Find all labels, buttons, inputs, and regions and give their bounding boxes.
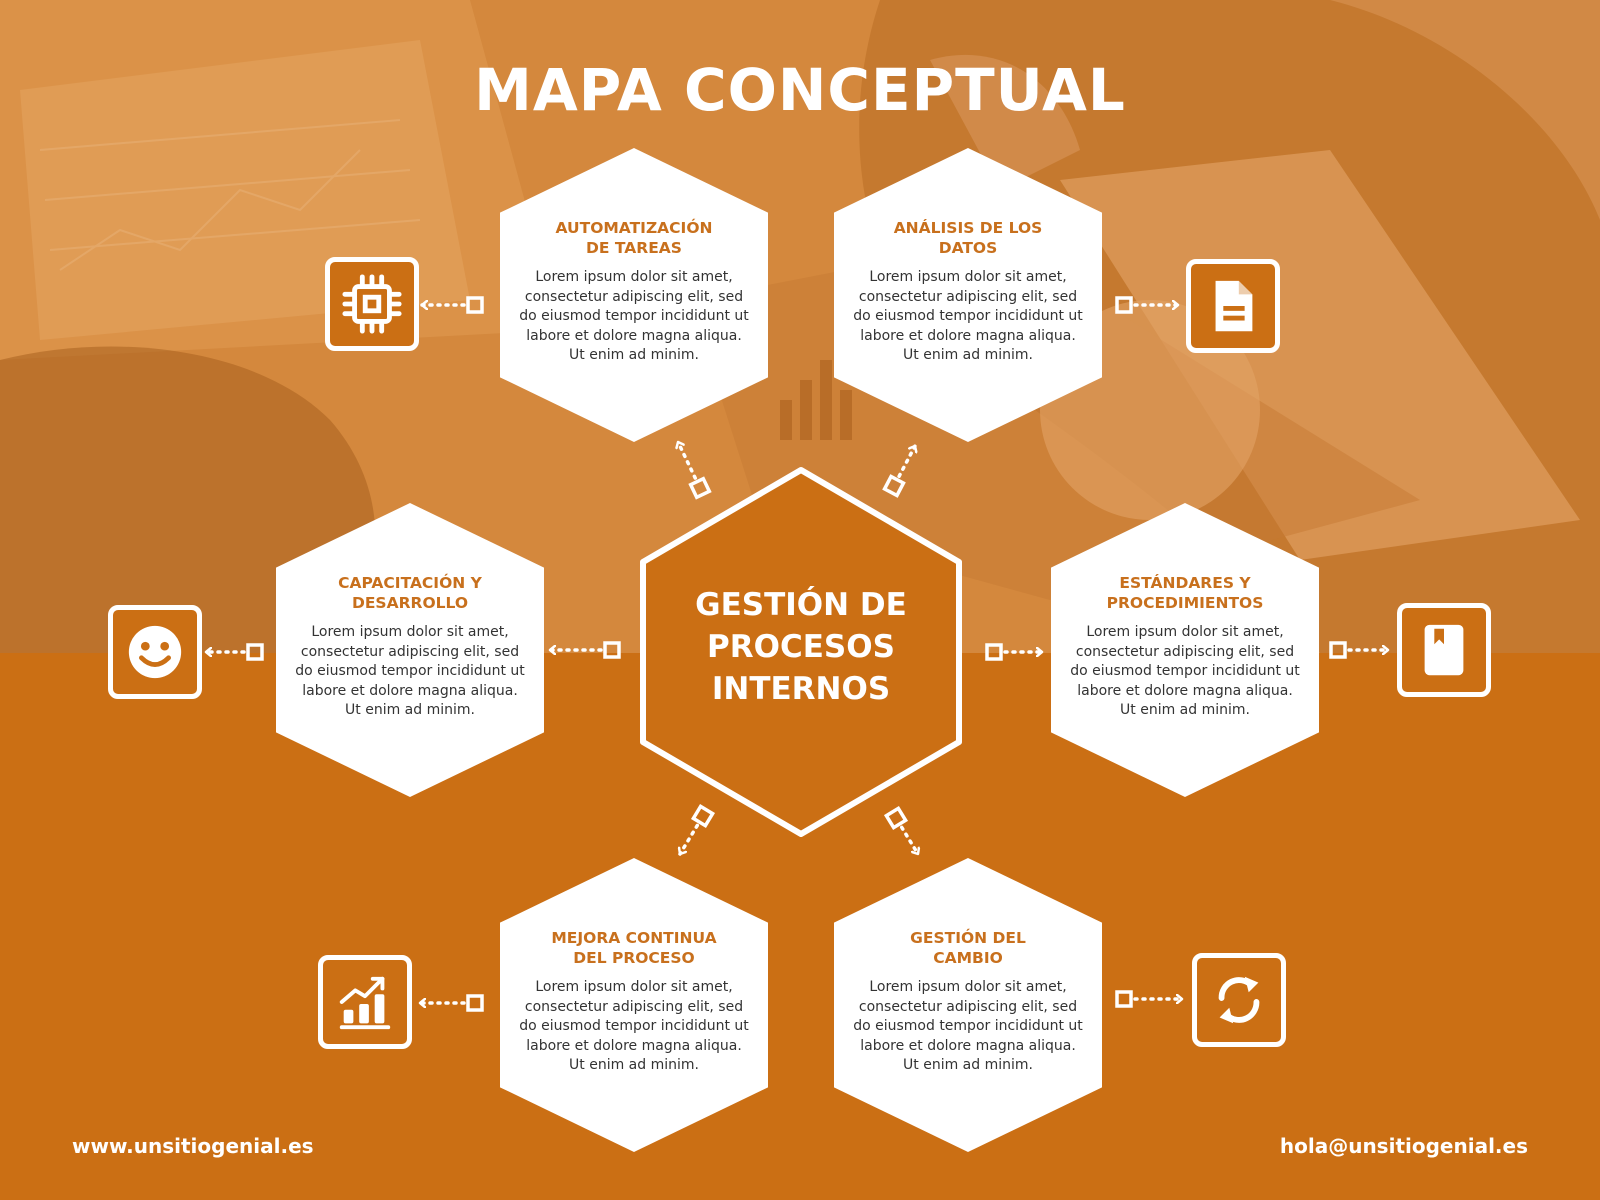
node-title: AUTOMATIZACIÓN DE TAREAS: [518, 218, 750, 258]
growth-chart-icon: [339, 976, 391, 1030]
node-title-line: DESARROLLO: [351, 594, 469, 612]
node-analisis: ANÁLISIS DE LOS DATOS Lorem ipsum dolor …: [834, 148, 1102, 442]
node-title-line: CAPACITACIÓN Y: [338, 574, 482, 592]
node-title-line: ANÁLISIS DE LOS: [893, 219, 1043, 237]
node-mejora: MEJORA CONTINUA DEL PROCESO Lorem ipsum …: [500, 858, 768, 1152]
node-title: CAPACITACIÓN Y DESARROLLO: [294, 573, 526, 613]
refresh-icon: [1218, 976, 1260, 1024]
smiley-icon: [128, 625, 182, 679]
node-body: Lorem ipsum dolor sit amet, consectetur …: [519, 979, 749, 1073]
node-title: ANÁLISIS DE LOS DATOS: [852, 218, 1084, 258]
connector-start-square: [466, 994, 484, 1012]
node-title-line: PROCEDIMIENTOS: [1106, 594, 1264, 612]
bookmark-book-icon-box: [1397, 603, 1491, 697]
node-body: Lorem ipsum dolor sit amet, consectetur …: [519, 269, 749, 363]
chip-icon-box: [325, 257, 419, 351]
node-cambio: GESTIÓN DEL CAMBIO Lorem ipsum dolor sit…: [834, 858, 1102, 1152]
node-body: Lorem ipsum dolor sit amet, consectetur …: [853, 269, 1083, 363]
center-title-line: PROCESOS: [707, 629, 895, 665]
node-title: ESTÁNDARES Y PROCEDIMIENTOS: [1069, 573, 1301, 613]
node-title: GESTIÓN DEL CAMBIO: [852, 928, 1084, 968]
footer-email[interactable]: hola@unsitiogenial.es: [1279, 1134, 1528, 1158]
center-title: GESTIÓN DE PROCESOS INTERNOS: [636, 584, 966, 710]
connector-to-growth: [418, 994, 484, 1012]
growth-chart-icon-box: [318, 955, 412, 1049]
center-hexagon: [640, 467, 962, 837]
chip-icon: [342, 274, 402, 334]
refresh-icon-box: [1192, 953, 1286, 1047]
center-title-line: INTERNOS: [711, 671, 891, 707]
bookmark-book-icon: [1424, 624, 1464, 676]
node-estandares: ESTÁNDARES Y PROCEDIMIENTOS Lorem ipsum …: [1051, 503, 1319, 797]
smiley-icon-box: [108, 605, 202, 699]
node-automatizacion: AUTOMATIZACIÓN DE TAREAS Lorem ipsum dol…: [500, 148, 768, 442]
connector-to-refresh: [1115, 990, 1184, 1008]
page-title: MAPA CONCEPTUAL: [474, 56, 1126, 124]
node-body: Lorem ipsum dolor sit amet, consectetur …: [853, 979, 1083, 1073]
node-title-line: AUTOMATIZACIÓN: [555, 219, 713, 237]
document-icon-box: [1186, 259, 1280, 353]
node-title-line: MEJORA CONTINUA: [551, 929, 717, 947]
node-title-line: DATOS: [938, 239, 998, 257]
node-body: Lorem ipsum dolor sit amet, consectetur …: [1070, 624, 1300, 718]
node-title-line: DEL PROCESO: [573, 949, 695, 967]
node-title-line: CAMBIO: [933, 949, 1003, 967]
node-title-line: ESTÁNDARES Y: [1119, 574, 1251, 592]
node-capacitacion: CAPACITACIÓN Y DESARROLLO Lorem ipsum do…: [276, 503, 544, 797]
document-icon: [1215, 280, 1253, 332]
node-body: Lorem ipsum dolor sit amet, consectetur …: [295, 624, 525, 718]
connector-start-square: [1115, 990, 1133, 1008]
node-title: MEJORA CONTINUA DEL PROCESO: [518, 928, 750, 968]
node-title-line: DE TAREAS: [586, 239, 682, 257]
center-title-line: GESTIÓN DE: [695, 587, 907, 623]
node-title-line: GESTIÓN DEL: [910, 929, 1026, 947]
footer-website[interactable]: www.unsitiogenial.es: [72, 1134, 314, 1158]
